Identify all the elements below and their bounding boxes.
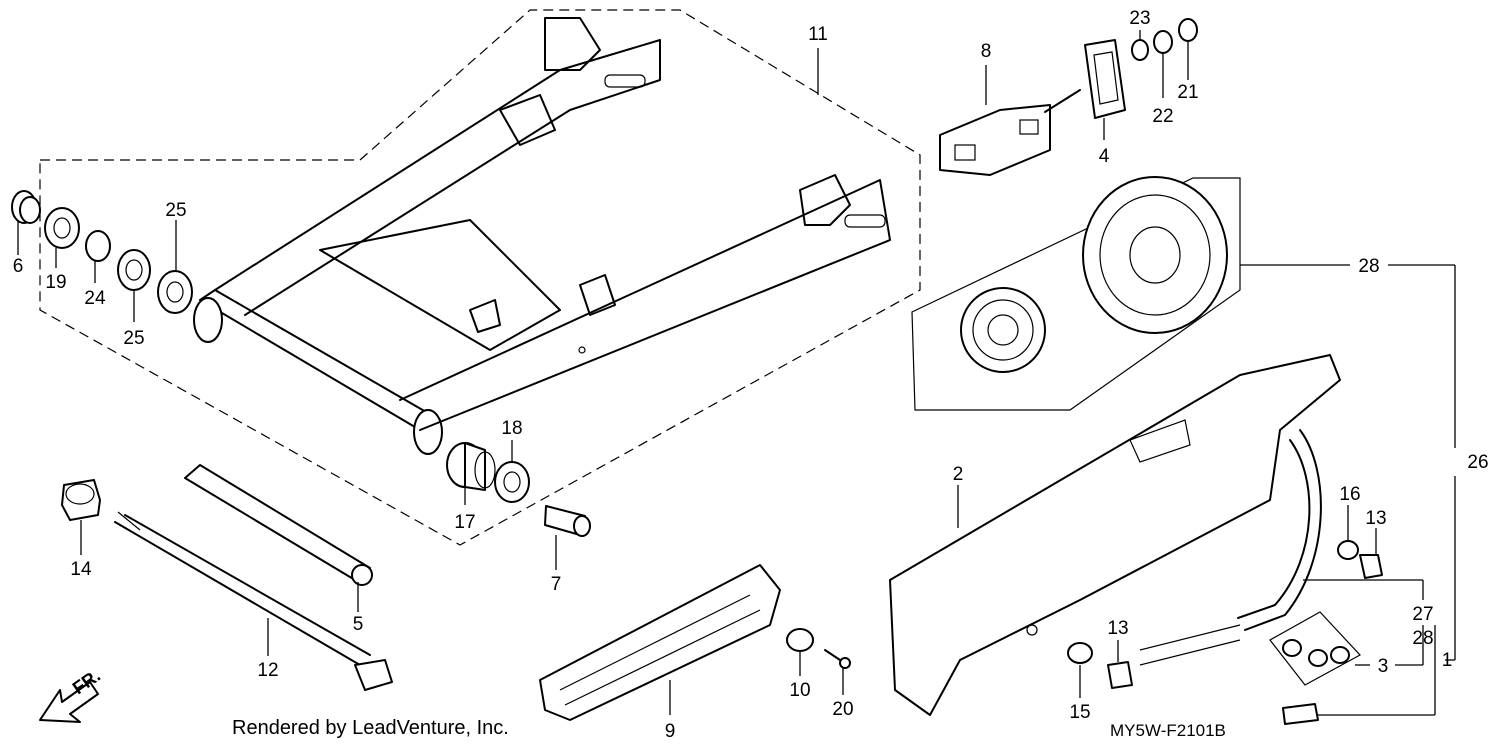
callout-14: 14 — [70, 559, 92, 580]
bolt-13a[interactable] — [1359, 554, 1383, 579]
callout-2: 2 — [953, 464, 964, 485]
callout-13-lower: 13 — [1107, 618, 1128, 639]
callout-10: 10 — [789, 680, 810, 701]
callout-11: 11 — [808, 24, 828, 45]
chain-adjuster-8[interactable] — [939, 89, 1081, 176]
chain-guard-2[interactable] — [889, 354, 1341, 716]
callout-26: 26 — [1467, 452, 1488, 473]
callout-9: 9 — [665, 721, 676, 742]
diagram-code: MY5W-F2101B — [1110, 721, 1226, 740]
grommet-15[interactable] — [1067, 642, 1093, 664]
pivot-collar-6[interactable] — [11, 190, 41, 224]
driven-sprocket[interactable] — [1082, 176, 1228, 334]
callout-3: 3 — [1378, 656, 1389, 677]
needle-bearing-17[interactable] — [446, 442, 496, 491]
nut-21[interactable] — [1178, 18, 1198, 42]
seal-4[interactable] — [1084, 39, 1126, 119]
drive-sprocket[interactable] — [960, 287, 1046, 373]
callout-23: 23 — [1129, 8, 1150, 29]
nut-22[interactable] — [1153, 30, 1173, 54]
chain-slider-9[interactable] — [539, 564, 781, 721]
bearing-25b[interactable] — [157, 270, 193, 314]
callout-8: 8 — [981, 41, 992, 62]
callout-5: 5 — [353, 614, 364, 635]
callout-4: 4 — [1099, 146, 1110, 167]
callout-18: 18 — [501, 418, 522, 439]
callout-15: 15 — [1069, 702, 1090, 723]
collar-16[interactable] — [1337, 540, 1359, 560]
master-link-3[interactable] — [1269, 611, 1361, 686]
pivot-bolt-12[interactable] — [114, 511, 393, 691]
callout-20: 20 — [832, 699, 853, 720]
callout-28-sprocket: 28 — [1358, 256, 1379, 277]
grommet-10[interactable] — [786, 628, 814, 652]
bearing-25a[interactable] — [117, 249, 151, 291]
callout-13-upper: 13 — [1365, 508, 1386, 529]
pivot-nut-14[interactable] — [61, 479, 101, 521]
callout-1: 1 — [1442, 650, 1453, 671]
snap-ring-24[interactable] — [85, 230, 111, 262]
callout-7: 7 — [551, 574, 562, 595]
leader-lines — [17, 30, 1456, 716]
collar-5[interactable] — [184, 464, 373, 586]
callout-25-upper: 25 — [165, 200, 186, 221]
front-arrow-icon — [39, 681, 99, 723]
dust-seal-19[interactable] — [44, 207, 80, 249]
screw-20[interactable] — [824, 649, 851, 669]
credit-text: Rendered by LeadVenture, Inc. — [232, 717, 509, 739]
swingarm-part[interactable] — [193, 17, 891, 455]
callout-27: 27 — [1412, 604, 1433, 625]
front-arrow: FR. — [39, 665, 104, 723]
callout-12: 12 — [257, 660, 278, 681]
sprocket-group-outline — [911, 177, 1241, 411]
washer-23[interactable] — [1131, 39, 1149, 61]
callout-19: 19 — [45, 272, 66, 293]
drive-chain[interactable] — [1139, 429, 1322, 666]
callout-22: 22 — [1152, 106, 1173, 127]
callout-21: 21 — [1177, 82, 1198, 103]
label-plate — [1282, 703, 1319, 725]
callout-17: 17 — [454, 512, 475, 533]
bolt-13b[interactable] — [1107, 661, 1133, 689]
callout-24: 24 — [84, 288, 106, 309]
swingarm-group-outline — [39, 9, 921, 546]
collar-7[interactable] — [544, 505, 591, 537]
callout-25-lower: 25 — [123, 328, 144, 349]
callout-16: 16 — [1339, 484, 1360, 505]
callout-28-chain: 28 — [1412, 628, 1433, 649]
callout-6: 6 — [13, 256, 24, 277]
dust-seal-18[interactable] — [494, 461, 530, 503]
callouts: 11 8 23 22 21 4 25 6 19 24 25 28 26 18 1… — [13, 8, 1489, 742]
